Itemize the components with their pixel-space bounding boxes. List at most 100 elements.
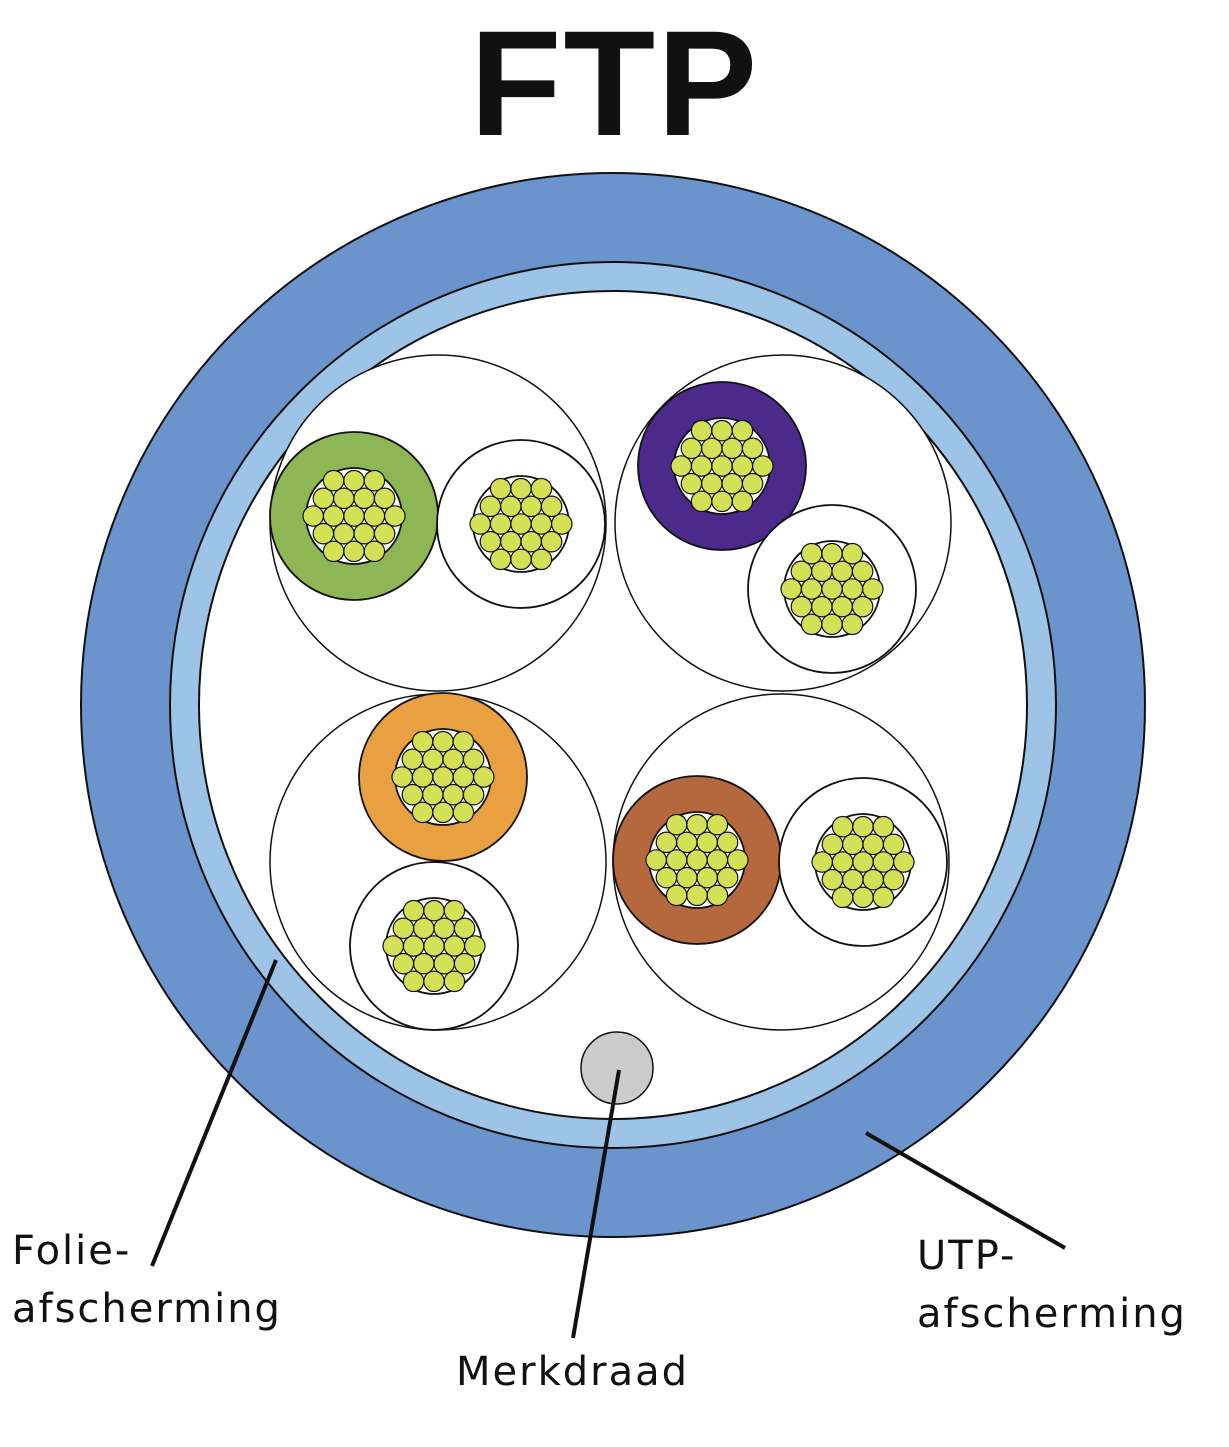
pair-purple-strand bbox=[821, 613, 843, 636]
pair-purple-strand bbox=[721, 472, 743, 495]
pair-green-strand bbox=[489, 513, 512, 535]
pair-purple-strand bbox=[700, 437, 723, 460]
pair-orange-strand bbox=[411, 801, 434, 824]
pair-green-strand bbox=[540, 495, 563, 518]
pair-green-strand bbox=[383, 505, 406, 527]
pair-brown-strand bbox=[882, 833, 905, 856]
pair-brown-strand bbox=[665, 849, 688, 871]
pair-brown-strand bbox=[831, 886, 854, 909]
pair-orange-strand bbox=[411, 730, 434, 753]
pair-green-strand bbox=[322, 505, 345, 527]
pair-green-strand bbox=[510, 548, 532, 571]
pair-orange-strand bbox=[421, 783, 444, 806]
pair-orange-strand bbox=[412, 917, 435, 940]
pair-brown-strand bbox=[696, 866, 718, 889]
pair-purple-strand bbox=[680, 472, 703, 495]
pair-green-strand bbox=[322, 540, 345, 563]
pair-orange-strand bbox=[453, 952, 476, 975]
pair-orange-strand bbox=[452, 766, 475, 788]
pair-green-strand bbox=[322, 469, 345, 492]
pair-green-strand bbox=[499, 530, 522, 553]
pair-green-strand bbox=[353, 487, 375, 510]
pair-purple-strand bbox=[851, 595, 874, 618]
pair-purple-strand bbox=[800, 578, 823, 600]
pair-green-strand bbox=[520, 530, 542, 553]
pair-brown-strand bbox=[892, 851, 915, 873]
pair-brown-strand bbox=[862, 868, 884, 891]
pair-brown-strand bbox=[665, 884, 688, 907]
pair-purple-strand bbox=[780, 578, 802, 600]
pair-green-strand bbox=[540, 530, 563, 553]
pair-purple-strand bbox=[670, 455, 692, 477]
pair-orange-strand bbox=[401, 783, 424, 806]
pair-purple-strand bbox=[800, 613, 823, 636]
diagram-title: FTP bbox=[469, 0, 760, 167]
pair-green-strand bbox=[520, 495, 542, 518]
foil-shield-label-line2: afscherming bbox=[12, 1286, 282, 1332]
pair-green-strand bbox=[489, 477, 512, 500]
pair-purple-strand bbox=[741, 437, 764, 460]
pair-purple-strand bbox=[741, 472, 764, 495]
pair-brown-strand bbox=[706, 849, 729, 871]
pair-purple-strand bbox=[731, 455, 754, 477]
pair-brown-strand bbox=[821, 833, 844, 856]
pair-orange-strand bbox=[443, 899, 466, 922]
pair-brown-strand bbox=[862, 833, 884, 856]
pair-green-strand bbox=[343, 540, 365, 563]
pair-purple-strand bbox=[731, 419, 754, 442]
pair-green-strand bbox=[373, 522, 396, 545]
pair-purple-strand bbox=[821, 542, 843, 565]
pair-brown-strand bbox=[872, 815, 895, 838]
pair-purple-strand bbox=[721, 437, 743, 460]
pair-brown-strand bbox=[811, 851, 833, 873]
pair-orange-strand bbox=[402, 935, 425, 957]
pair-orange-strand bbox=[432, 766, 454, 788]
pair-orange-strand bbox=[423, 970, 445, 993]
pair-green-strand bbox=[530, 513, 553, 535]
pair-purple-strand bbox=[790, 560, 813, 583]
drain-leader-line bbox=[571, 1069, 621, 1339]
jacket-leader-line bbox=[864, 1131, 1067, 1250]
pair-orange-strand bbox=[462, 783, 485, 806]
pair-green-strand bbox=[353, 522, 375, 545]
pair-orange-strand bbox=[421, 748, 444, 771]
pair-orange-strand bbox=[402, 899, 425, 922]
pair-purple-strand bbox=[731, 490, 754, 513]
pair-brown-strand bbox=[726, 849, 749, 871]
pair-purple-strand bbox=[800, 542, 823, 565]
pair-purple-strand bbox=[690, 419, 713, 442]
pair-green-strand bbox=[343, 469, 365, 492]
pair-orange-strand bbox=[452, 730, 475, 753]
pair-green-strand bbox=[550, 513, 573, 535]
pair-brown-strand bbox=[665, 813, 688, 836]
pair-brown-strand bbox=[706, 813, 729, 836]
pair-orange-strand bbox=[412, 952, 435, 975]
pair-green-strand bbox=[510, 513, 532, 535]
pair-brown-strand bbox=[882, 868, 905, 891]
foil-shield-label-line1: Folie- bbox=[12, 1228, 132, 1274]
pair-orange-strand bbox=[392, 952, 415, 975]
pair-brown-strand bbox=[675, 831, 698, 854]
pair-orange-strand bbox=[472, 766, 495, 788]
pair-orange-strand bbox=[453, 917, 476, 940]
pair-orange-strand bbox=[411, 766, 434, 788]
pair-purple-strand bbox=[841, 578, 864, 600]
pair-purple-strand bbox=[861, 578, 884, 600]
pair-brown-strand bbox=[686, 849, 708, 871]
pair-brown-strand bbox=[831, 851, 854, 873]
pair-brown-strand bbox=[831, 815, 854, 838]
drain-wire bbox=[580, 1031, 654, 1105]
pair-purple-strand bbox=[831, 595, 853, 618]
pair-orange-strand bbox=[443, 935, 466, 957]
pair-purple-strand bbox=[690, 455, 713, 477]
pair-orange-strand bbox=[433, 917, 455, 940]
pair-orange-strand bbox=[392, 917, 415, 940]
jacket-label-line1: UTP- bbox=[917, 1233, 1017, 1279]
pair-orange-strand bbox=[432, 801, 454, 824]
pair-purple-strand bbox=[810, 595, 833, 618]
pair-green-strand bbox=[363, 505, 386, 527]
pair-green-strand bbox=[312, 522, 335, 545]
pair-purple-strand bbox=[841, 542, 864, 565]
pair-orange-strand bbox=[401, 748, 424, 771]
